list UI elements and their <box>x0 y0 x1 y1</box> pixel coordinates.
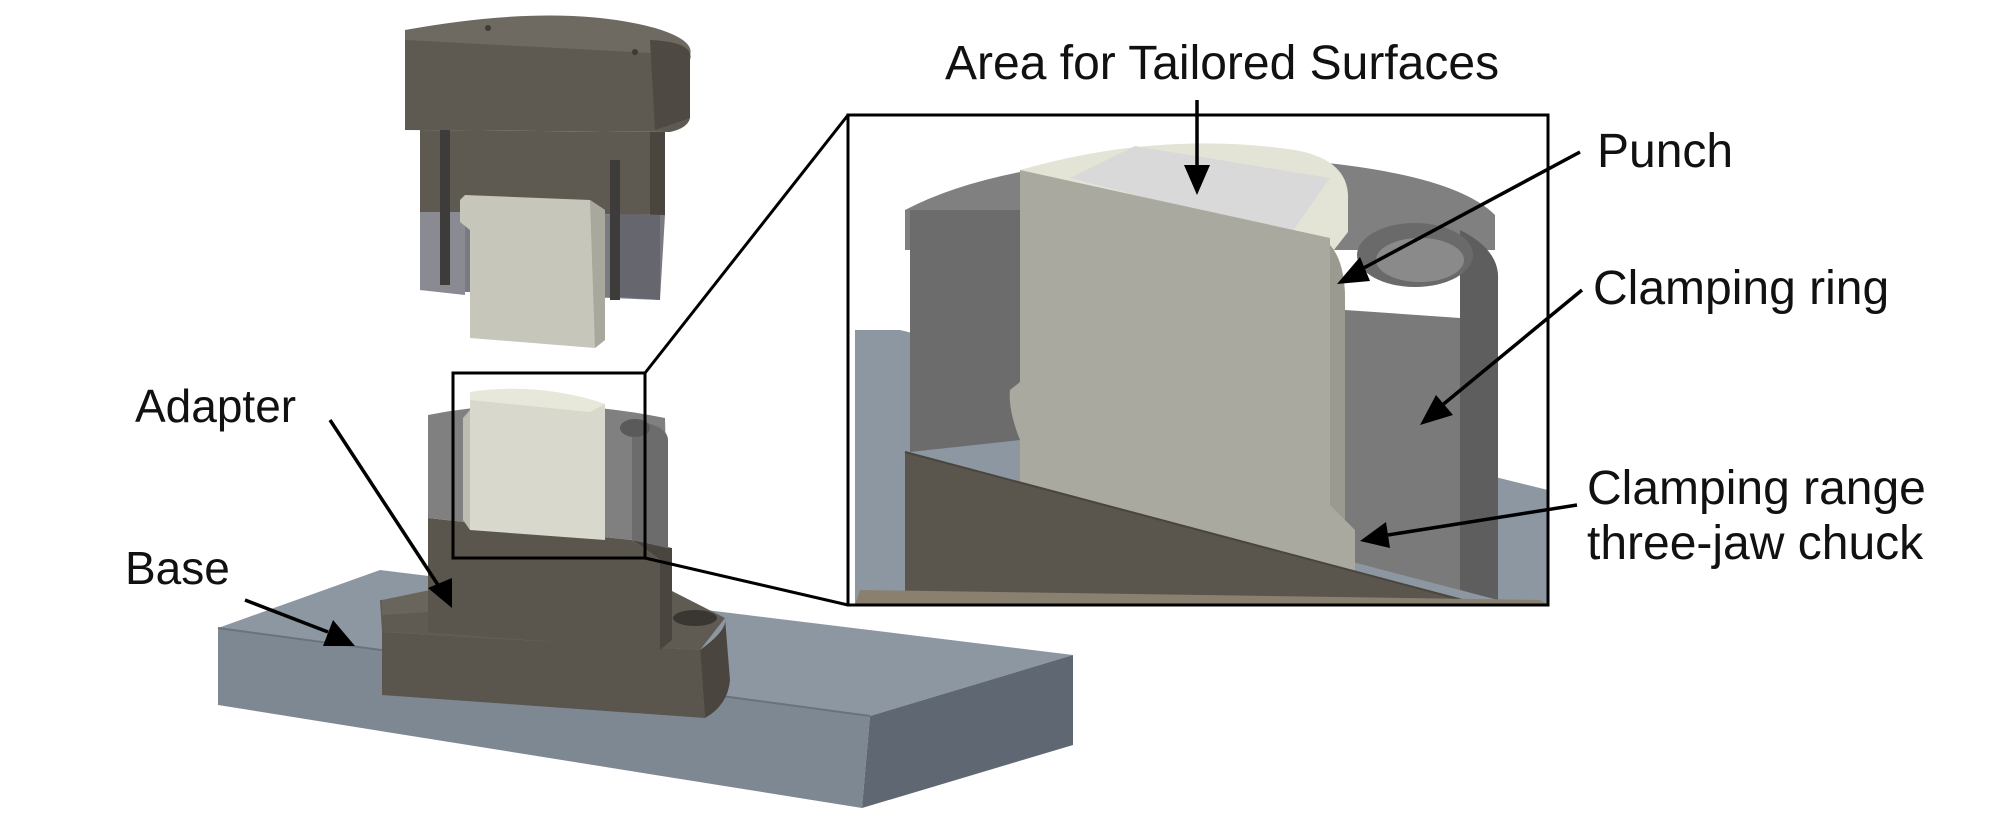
annotation-arrows <box>244 100 1584 646</box>
detail-ring-right <box>1345 310 1460 590</box>
label-base: Base <box>125 542 230 594</box>
label-clamping-range-line1: Clamping range <box>1587 462 1926 515</box>
upper-die-front <box>405 40 690 132</box>
adapter-flange-side <box>700 618 730 718</box>
ring-bolt-hole-lower <box>620 419 650 437</box>
label-adapter: Adapter <box>135 380 297 432</box>
label-punch: Punch <box>1597 125 1734 178</box>
upper-bolt-2 <box>632 49 638 55</box>
detail-view <box>846 113 1550 607</box>
base-front-face <box>218 628 870 808</box>
arrow-area-head <box>1184 165 1210 195</box>
punch-lower <box>470 388 605 540</box>
detail-ring-left <box>910 210 1020 452</box>
adapter-bolt-hole <box>673 610 717 626</box>
label-area-tailored-surfaces: Area for Tailored Surfaces <box>945 37 1500 90</box>
adapter <box>380 518 730 718</box>
detail-punch-face <box>1009 170 1355 598</box>
adapter-body-front <box>428 518 660 650</box>
lower-assembly <box>428 388 668 548</box>
adapter-body-side <box>632 540 672 650</box>
arrow-punch-head <box>1337 257 1370 284</box>
detail-connector-bottom <box>644 556 849 607</box>
detail-source-frame <box>451 371 647 560</box>
label-clamping-ring: Clamping ring <box>1593 262 1890 315</box>
upper-bolt-1 <box>485 25 491 31</box>
arrow-range-head <box>1360 522 1390 548</box>
punch-upper <box>460 195 605 348</box>
adapter-flange-front <box>382 632 705 718</box>
label-clamping-range-line2: three-jaw chuck <box>1587 517 1924 570</box>
detail-connector-top <box>643 114 850 374</box>
arrow-ring-head <box>1420 395 1453 425</box>
arrow-base-head <box>323 620 355 646</box>
detail-tailored-area <box>1070 146 1330 235</box>
arrow-adapter-head <box>428 578 452 608</box>
base-side-face <box>862 655 1073 808</box>
upper-die <box>405 15 691 348</box>
